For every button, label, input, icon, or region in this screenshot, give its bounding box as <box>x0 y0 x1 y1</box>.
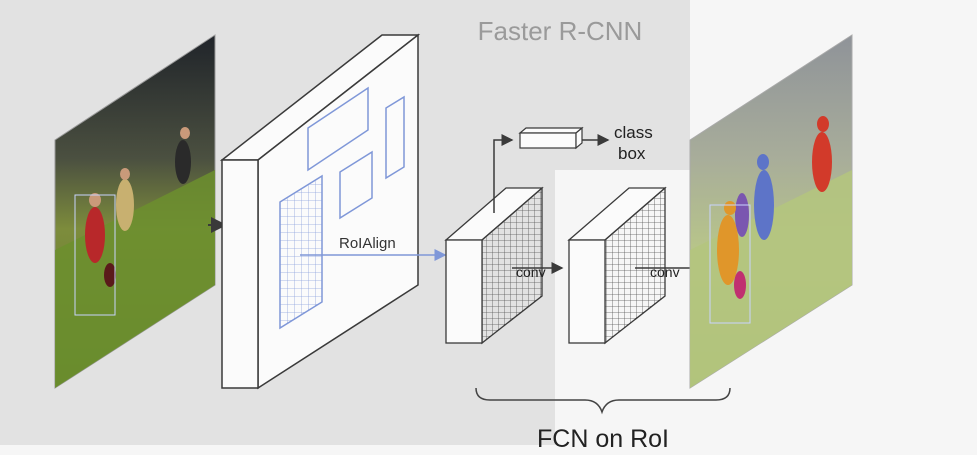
roi-box-2 <box>385 95 405 180</box>
class-label: class <box>614 123 653 142</box>
output-image <box>689 34 853 389</box>
head-branch-arrow <box>493 134 514 213</box>
instance-masks-icon <box>717 116 832 299</box>
roi-box-1 <box>307 86 369 172</box>
conv-block-1 <box>444 186 544 345</box>
conv-label-1: conv <box>516 264 546 280</box>
conv-block-2 <box>567 186 667 345</box>
conv-label-2: conv <box>650 264 680 280</box>
feature-map <box>219 33 421 390</box>
fcn-brace <box>475 387 731 415</box>
fcn-on-roi-label: FCN on RoI <box>537 425 669 453</box>
fc-head-block <box>518 126 584 150</box>
box-label: box <box>618 144 646 163</box>
roi-box-3 <box>339 150 373 220</box>
players-icon <box>85 127 191 287</box>
input-image <box>54 34 227 389</box>
roialign-label: RoIAlign <box>339 235 396 252</box>
roi-grid <box>279 174 323 330</box>
faster-rcnn-title: Faster R-CNN <box>478 16 643 46</box>
